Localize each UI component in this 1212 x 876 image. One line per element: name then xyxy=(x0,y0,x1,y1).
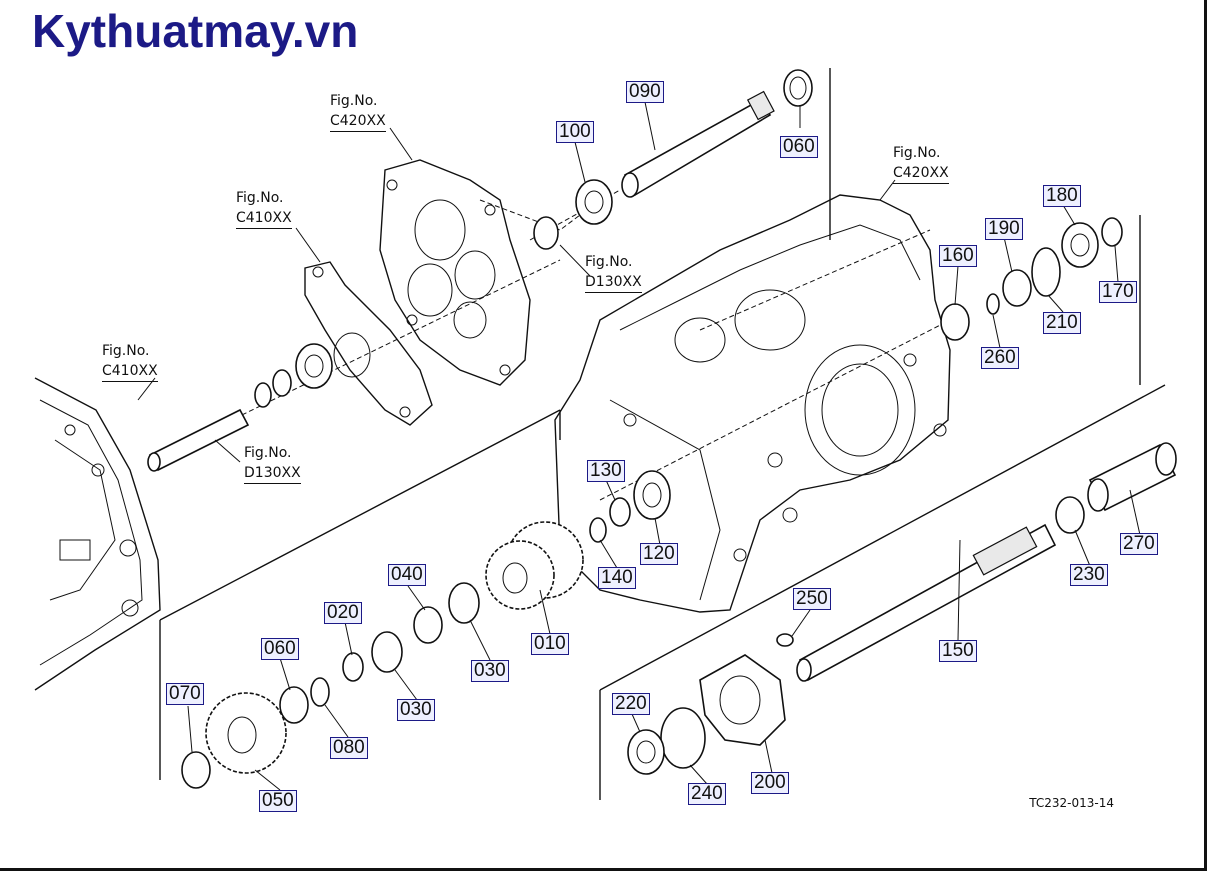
callout-040[interactable]: 040 xyxy=(388,564,426,586)
fig-code: C420XX xyxy=(330,111,386,132)
callout-130[interactable]: 130 xyxy=(587,460,625,482)
callout-010[interactable]: 010 xyxy=(531,633,569,655)
snap-ring-210 xyxy=(1031,247,1061,297)
fig-ref-c410-mid: Fig.No. C410XX xyxy=(236,188,292,229)
callout-270[interactable]: 270 xyxy=(1120,533,1158,555)
callout-170[interactable]: 170 xyxy=(1099,281,1137,303)
fig-ref-c420-right: Fig.No. C420XX xyxy=(893,143,949,184)
fig-label: Fig.No. xyxy=(585,254,633,270)
needle-bearing-030a xyxy=(448,582,480,624)
shaft-left xyxy=(147,408,250,472)
fig-ref-c420-top: Fig.No. C420XX xyxy=(330,91,386,132)
bearing-100 xyxy=(575,179,613,225)
site-logo: Kythuatmay.vn xyxy=(32,5,359,57)
bearing-220 xyxy=(627,729,665,775)
collar-130 xyxy=(609,497,631,527)
callout-070[interactable]: 070 xyxy=(166,683,204,705)
snap-ring-left xyxy=(254,382,272,408)
needle-bearing-070 xyxy=(181,751,211,789)
collar-060 xyxy=(279,686,309,724)
main-housing xyxy=(554,194,951,613)
bracket xyxy=(304,261,433,426)
callout-030-left[interactable]: 030 xyxy=(397,699,435,721)
shaft-090 xyxy=(621,90,775,198)
fig-label: Fig.No. xyxy=(244,445,292,461)
needle-bearing-030b xyxy=(371,631,403,673)
bearing-180 xyxy=(1061,222,1099,268)
callout-100[interactable]: 100 xyxy=(556,121,594,143)
snap-ring-260 xyxy=(986,293,1000,315)
fig-label: Fig.No. xyxy=(893,145,941,161)
callout-230[interactable]: 230 xyxy=(1070,564,1108,586)
fig-label: Fig.No. xyxy=(236,190,284,206)
callout-240[interactable]: 240 xyxy=(688,783,726,805)
callout-060-top[interactable]: 060 xyxy=(780,136,818,158)
callout-090[interactable]: 090 xyxy=(626,81,664,103)
callout-260[interactable]: 260 xyxy=(981,347,1019,369)
bearing-120 xyxy=(633,470,671,520)
bearing-left xyxy=(295,343,333,389)
o-ring-240 xyxy=(660,707,706,769)
needle-bearing-160 xyxy=(940,303,970,341)
fig-code: D130XX xyxy=(585,272,642,293)
bearing-cover-200 xyxy=(699,654,786,746)
callout-210[interactable]: 210 xyxy=(1043,312,1081,334)
callout-160[interactable]: 160 xyxy=(939,245,977,267)
collar-040 xyxy=(413,606,443,644)
callout-050[interactable]: 050 xyxy=(259,790,297,812)
callout-140[interactable]: 140 xyxy=(598,567,636,589)
bearing-190 xyxy=(1002,269,1032,307)
callout-120[interactable]: 120 xyxy=(640,543,678,565)
washer-020 xyxy=(342,652,364,682)
fig-code: C410XX xyxy=(102,361,158,382)
callout-200[interactable]: 200 xyxy=(751,772,789,794)
cover-plate xyxy=(379,159,531,386)
collar-230 xyxy=(1055,496,1085,534)
callout-250[interactable]: 250 xyxy=(793,588,831,610)
snap-ring-080 xyxy=(310,677,330,707)
fig-ref-d130-left: Fig.No. D130XX xyxy=(244,443,301,484)
fig-code: D130XX xyxy=(244,463,301,484)
callout-080[interactable]: 080 xyxy=(330,737,368,759)
fig-label: Fig.No. xyxy=(102,343,150,359)
collar-left xyxy=(272,369,292,397)
fig-label: Fig.No. xyxy=(330,93,378,109)
callout-060-low[interactable]: 060 xyxy=(261,638,299,660)
callout-020[interactable]: 020 xyxy=(324,602,362,624)
drawing-reference: TC232-013-14 xyxy=(1029,796,1114,810)
gear-050 xyxy=(205,692,287,774)
needle-bearing-top xyxy=(533,216,559,250)
gear-010 xyxy=(485,521,584,610)
callout-180[interactable]: 180 xyxy=(1043,185,1081,207)
snap-ring-140 xyxy=(589,517,607,543)
callout-030-right[interactable]: 030 xyxy=(471,660,509,682)
callout-150[interactable]: 150 xyxy=(939,640,977,662)
fig-code: C420XX xyxy=(893,163,949,184)
fig-ref-c410-left: Fig.No. C410XX xyxy=(102,341,158,382)
collar-170 xyxy=(1101,217,1123,247)
fig-code: C410XX xyxy=(236,208,292,229)
sleeve-270 xyxy=(1087,442,1177,512)
bolt-250 xyxy=(776,633,794,647)
callout-leaders xyxy=(137,101,1141,791)
callout-190[interactable]: 190 xyxy=(985,218,1023,240)
pto-shaft-150 xyxy=(796,523,1057,682)
transmission-case-left xyxy=(34,377,161,691)
seal-060-top xyxy=(783,69,813,107)
fig-ref-d130-top: Fig.No. D130XX xyxy=(585,252,642,293)
callout-220[interactable]: 220 xyxy=(612,693,650,715)
